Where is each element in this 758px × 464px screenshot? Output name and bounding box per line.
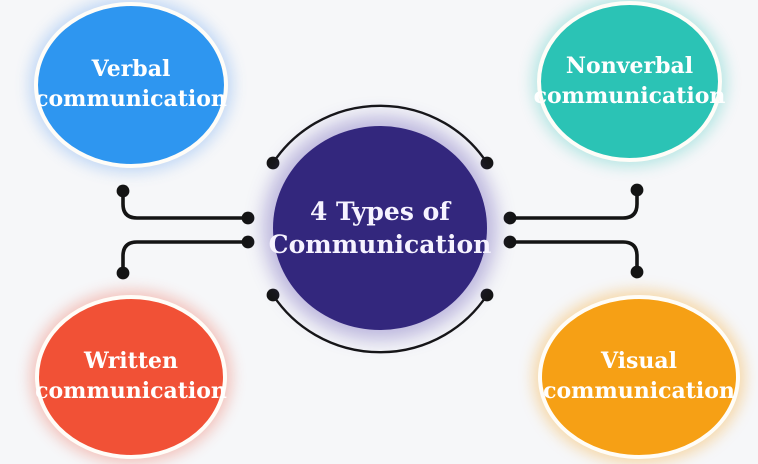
connector-dot [266, 288, 280, 302]
center-node-label: 4 Types of Communication [268, 197, 492, 259]
connector-dot [241, 235, 255, 249]
arc-top [271, 104, 489, 165]
node-verbal-communication: Verbal communication [34, 2, 228, 168]
node-verbal-label: Verbal communication [35, 56, 227, 112]
node-nonverbal-communication: Nonverbal communication [534, 1, 725, 162]
connector-dot [266, 156, 280, 170]
center-node: 4 Types of Communication [269, 126, 491, 330]
connector-nonverbal [508, 188, 639, 220]
connector-dot [480, 156, 494, 170]
node-written-communication: Written communication [35, 295, 227, 459]
connector-dot [630, 183, 644, 197]
connector-dot [503, 211, 517, 225]
connector-dot [116, 266, 130, 280]
connector-dot [503, 235, 517, 249]
node-visual-communication: Visual communication [538, 295, 740, 459]
arc-bottom [271, 293, 489, 354]
node-written-label: Written communication [35, 348, 227, 404]
connector-dot [630, 265, 644, 279]
node-nonverbal-label: Nonverbal communication [533, 52, 726, 109]
connector-dot [241, 211, 255, 225]
node-visual-label: Visual communication [543, 348, 735, 404]
connector-dot [480, 288, 494, 302]
connector-visual [508, 240, 639, 274]
connector-written [121, 240, 250, 275]
connector-dot [116, 184, 130, 198]
connector-verbal [121, 189, 250, 220]
